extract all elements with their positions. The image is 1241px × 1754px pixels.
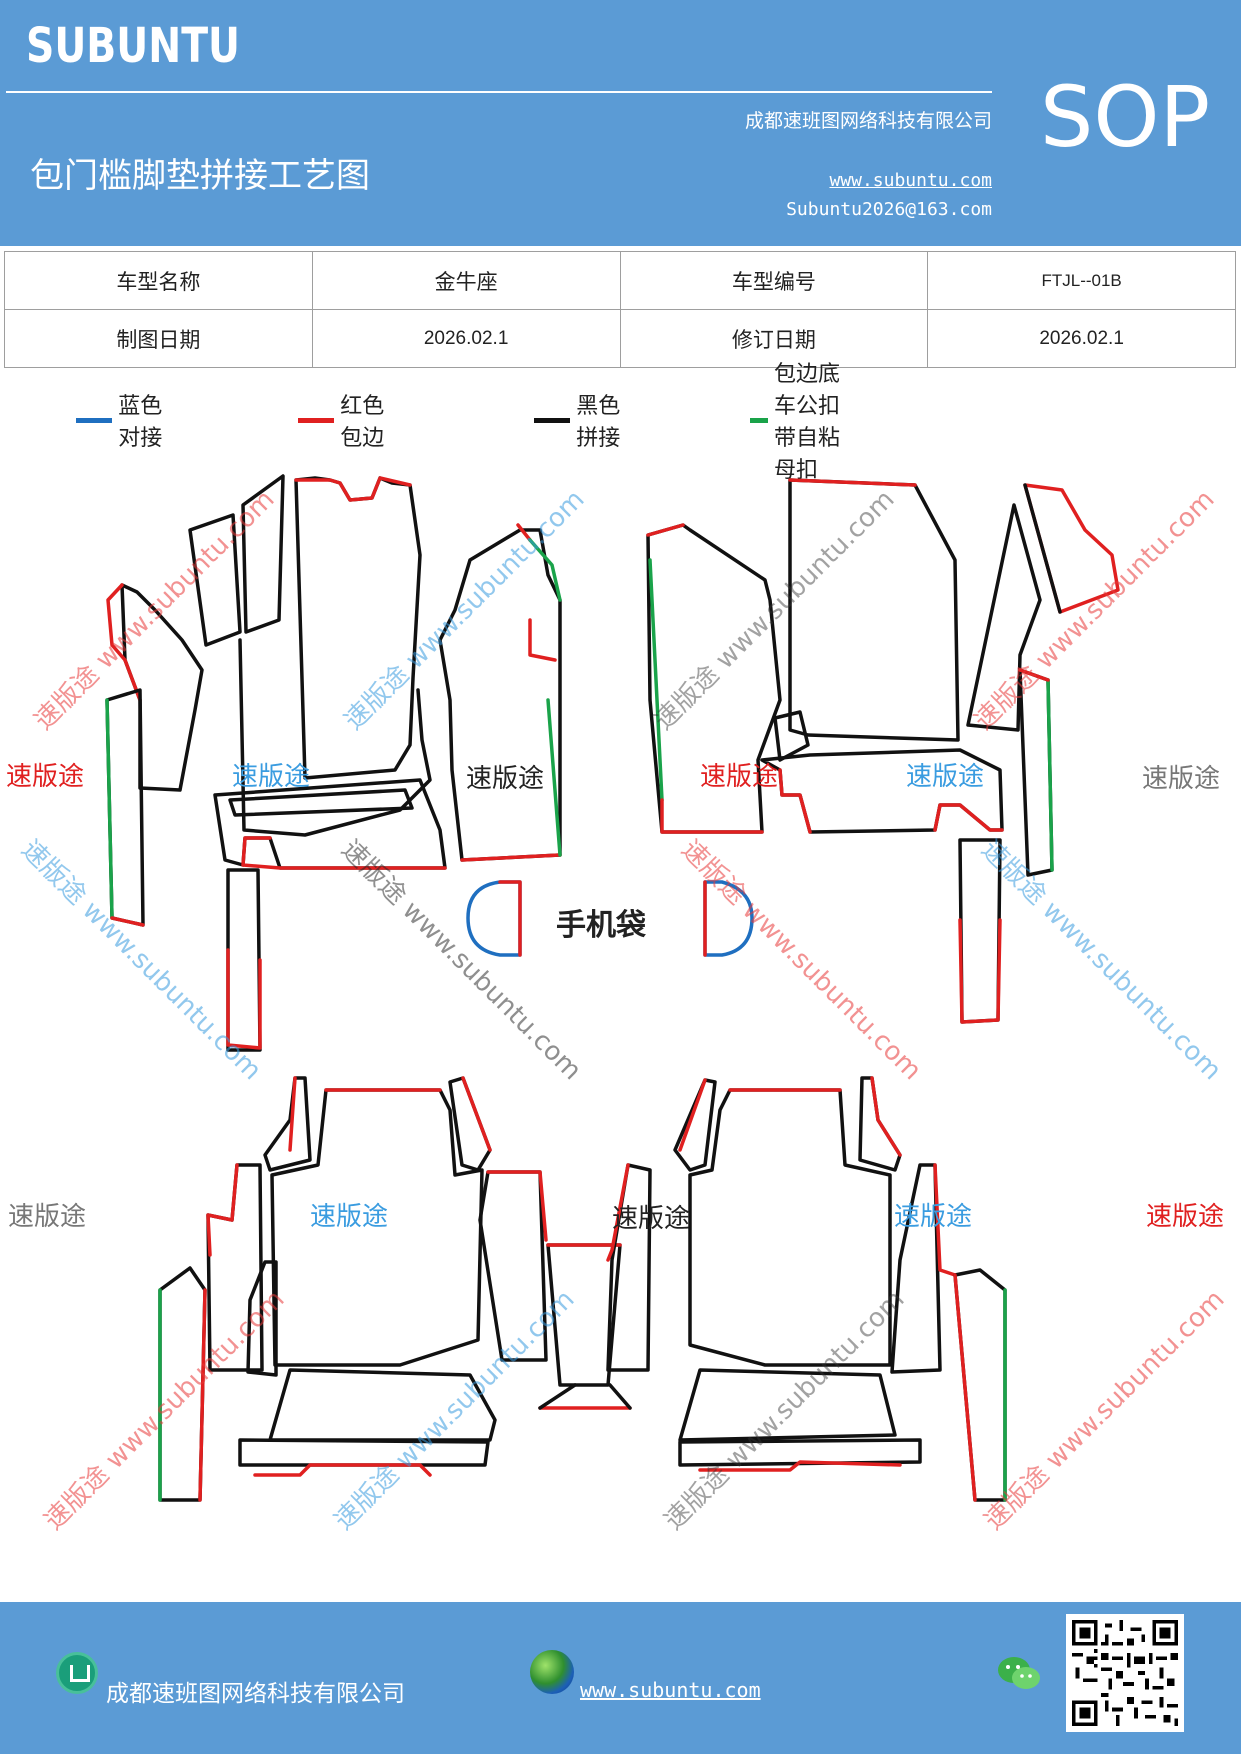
header-divider: [6, 91, 992, 93]
header-company: 成都速班图网络科技有限公司: [744, 110, 992, 132]
footer-website-link[interactable]: www.subuntu.com: [580, 1678, 761, 1702]
model-code-label: 车型编号: [619, 251, 929, 310]
legend-swatch-blue: [76, 417, 113, 423]
legend-label: 包边底车公扣带自粘母扣: [773, 362, 840, 483]
legend-item-green: 包边底车公扣带自粘母扣: [750, 362, 842, 483]
mat-pattern-drawing: [105, 474, 1120, 1502]
model-code-value: FTJL--01B: [927, 251, 1236, 310]
center-tunnel-mat: [538, 1243, 632, 1410]
header-banner: SUBUNTU 成都速班图网络科技有限公司 包门槛脚垫拼接工艺图 www.sub…: [0, 0, 1241, 246]
watermark-text: 速版途: [8, 1202, 87, 1232]
watermark-text: 速版途: [232, 762, 311, 792]
rear-right-mat-group: [606, 1076, 1007, 1502]
draw-date-label: 制图日期: [4, 309, 313, 368]
mat-diagram: 速版途 www.subuntu.com 速版途 www.subuntu.com …: [0, 440, 1241, 1600]
watermark-text: 速版途: [1146, 1202, 1225, 1232]
legend-label: 红色包边: [340, 394, 385, 451]
table-row: 车型名称 金牛座 车型编号 FTJL--01B: [4, 251, 1236, 310]
legend-label: 黑色拼接: [576, 394, 621, 451]
legend-swatch-green: [750, 417, 768, 423]
sop-badge: SOP: [1040, 68, 1211, 166]
footer-company: 成都速班图网络科技有限公司: [106, 1681, 405, 1707]
globe-icon: [530, 1650, 574, 1694]
watermark-text: 速版途: [6, 762, 85, 792]
header-website-link[interactable]: www.subuntu.com: [829, 170, 992, 191]
model-name-label: 车型名称: [4, 251, 313, 310]
revise-date-label: 修订日期: [619, 309, 929, 368]
model-name-value: 金牛座: [311, 251, 621, 310]
revise-date-value: 2026.02.1: [927, 309, 1236, 368]
legend-label: 蓝色对接: [118, 394, 163, 451]
info-table: 车型名称 金牛座 车型编号 FTJL--01B 制图日期 2026.02.1 修…: [4, 251, 1236, 368]
legend-item-blue: 蓝色对接: [76, 394, 168, 451]
qr-code: [1066, 1614, 1184, 1732]
brand-logo: SUBUNTU: [26, 18, 241, 74]
header-email[interactable]: Subuntu2026@163.com: [786, 199, 992, 220]
front-right-mat-group: [646, 478, 1120, 1024]
legend-swatch-black: [534, 417, 571, 423]
watermark-text: 速版途: [310, 1202, 389, 1232]
watermark-text: 速版途: [1142, 764, 1221, 794]
phone-pocket-group: [466, 880, 754, 957]
footer-banner: 成都速班图网络科技有限公司 www.subuntu.com: [0, 1602, 1241, 1754]
page-title: 包门槛脚垫拼接工艺图: [30, 156, 370, 196]
home-icon: [56, 1652, 98, 1694]
watermark-text: 速版途: [894, 1202, 973, 1232]
legend-swatch-red: [298, 417, 335, 423]
table-row: 制图日期 2026.02.1 修订日期 2026.02.1: [4, 309, 1236, 368]
rear-left-mat-group: [158, 1076, 548, 1502]
watermark-text: 速版途: [906, 762, 985, 792]
legend-item-red: 红色包边: [298, 394, 390, 451]
watermark-text: 速版途: [466, 764, 545, 794]
front-left-mat-group: [105, 474, 562, 1052]
legend-item-black: 黑色拼接: [534, 394, 626, 451]
wechat-icon[interactable]: [996, 1654, 1042, 1694]
watermark-text: 速版途: [612, 1204, 691, 1234]
phone-pocket-label: 手机袋: [556, 908, 646, 943]
watermark-text: 速版途: [700, 762, 779, 792]
draw-date-value: 2026.02.1: [311, 309, 621, 368]
